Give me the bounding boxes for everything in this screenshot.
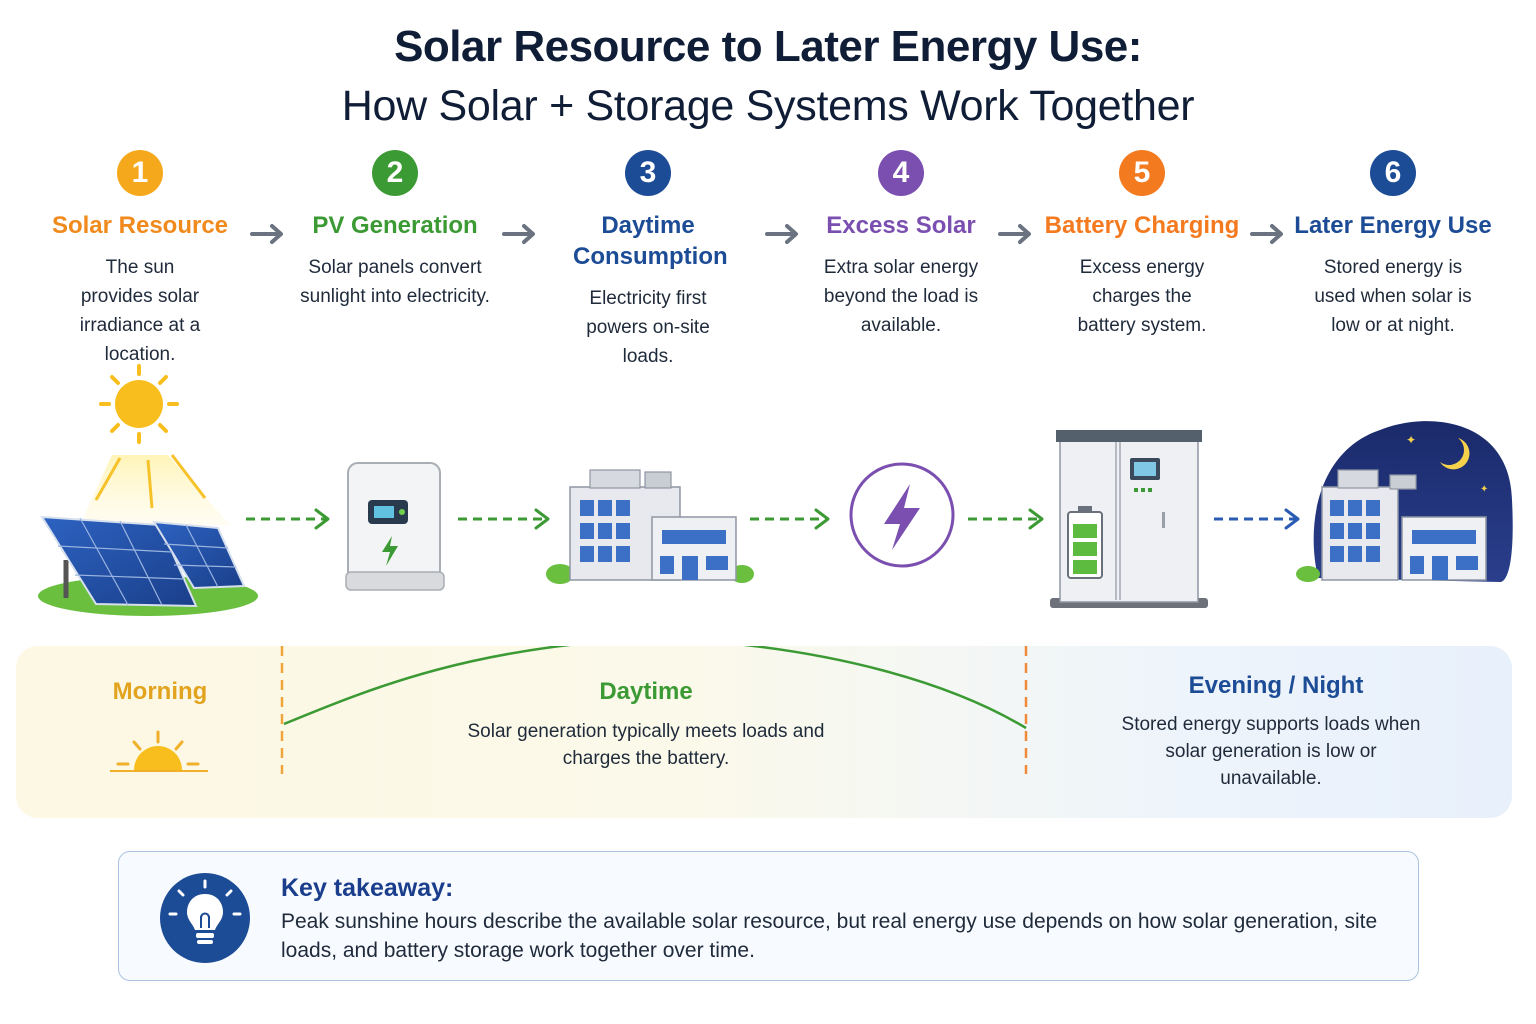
step-number-badge: 3: [625, 150, 671, 196]
step-title: Solar Resource: [51, 212, 229, 239]
building-icon: [546, 469, 754, 584]
sun-solar-panels-icon: [38, 364, 258, 616]
step-number-badge: 4: [878, 150, 924, 196]
step-description: Electricity first powers on-site loads.: [586, 288, 710, 367]
step-later-energy-use: 6 Later Energy Use Stored energy is used…: [1273, 150, 1513, 340]
flow-arrow: [968, 508, 1044, 530]
step-title: Excess Solar: [826, 212, 976, 239]
evening-description: Stored energy supports loads when solar …: [1121, 714, 1421, 789]
right-arrow-icon: [502, 224, 535, 244]
solar-curve: [110, 646, 1028, 774]
page-subtitle: How Solar + Storage Systems Work Togethe…: [341, 82, 1195, 130]
step-description: Extra solar energy beyond the load is av…: [823, 257, 979, 336]
right-arrow-icon: [250, 224, 283, 244]
flow-arrow: [458, 508, 550, 530]
step-title: Later Energy Use: [1294, 212, 1492, 239]
step-number-badge: 5: [1119, 150, 1165, 196]
flow-arrow: [750, 508, 830, 530]
battery-cabinet-icon: [1050, 430, 1208, 608]
step-battery-charging: 5 Battery Charging Excess energy charges…: [1022, 150, 1262, 340]
svg-text:✦: ✦: [1480, 484, 1488, 495]
step-description: Solar panels convert sunlight into elect…: [300, 257, 490, 307]
step-number-badge: 6: [1370, 150, 1416, 196]
timeline-band: Morning Daytime Solar generation typical…: [16, 646, 1512, 818]
step-title: Battery Charging: [1044, 212, 1240, 239]
right-arrow-icon: [1250, 224, 1283, 244]
morning-label: Morning: [112, 678, 208, 705]
step-description: The sun provides solar irradiance at a l…: [79, 257, 201, 365]
daytime-description: Solar generation typically meets loads a…: [467, 721, 825, 769]
svg-text:✦: ✦: [1406, 433, 1416, 447]
daytime-label: Daytime: [599, 678, 693, 705]
step-excess-solar: 4 Excess Solar Extra solar energy beyond…: [781, 150, 1021, 340]
key-takeaway-box: Key takeaway: Peak sunshine hours descri…: [118, 851, 1419, 981]
evening-label: Evening / Night: [1188, 672, 1364, 699]
lightning-bolt-icon: [849, 462, 955, 568]
right-arrow-icon: [765, 224, 798, 244]
step-daytime-consumption: 3 Daytime Consumption Electricity first …: [528, 150, 768, 371]
step-description: Excess energy charges the battery system…: [1077, 257, 1207, 336]
page-title: Solar Resource to Later Energy Use:: [394, 22, 1142, 71]
right-arrow-icon: [998, 224, 1031, 244]
illustration-row: ✦ ✦: [38, 364, 1513, 616]
step-title: PV Generation: [312, 212, 478, 239]
flow-arrow: [1214, 508, 1300, 530]
inverter-icon: [345, 462, 445, 591]
takeaway-title: Key takeaway:: [281, 874, 454, 902]
step-description: Stored energy is used when solar is low …: [1314, 257, 1472, 336]
sunrise-icon: [110, 730, 208, 772]
lightbulb-icon: [160, 873, 250, 963]
step-solar-resource: 1 Solar Resource The sun provides solar …: [20, 150, 260, 369]
takeaway-text: Peak sunshine hours describe the availab…: [281, 910, 1378, 962]
night-building-icon: ✦ ✦: [1296, 421, 1513, 582]
step-number-badge: 2: [372, 150, 418, 196]
step-number-badge: 1: [117, 150, 163, 196]
step-title: Daytime Consumption: [573, 212, 728, 270]
step-pv-generation: 2 PV Generation Solar panels convert sun…: [275, 150, 515, 311]
flow-arrow: [246, 508, 330, 530]
